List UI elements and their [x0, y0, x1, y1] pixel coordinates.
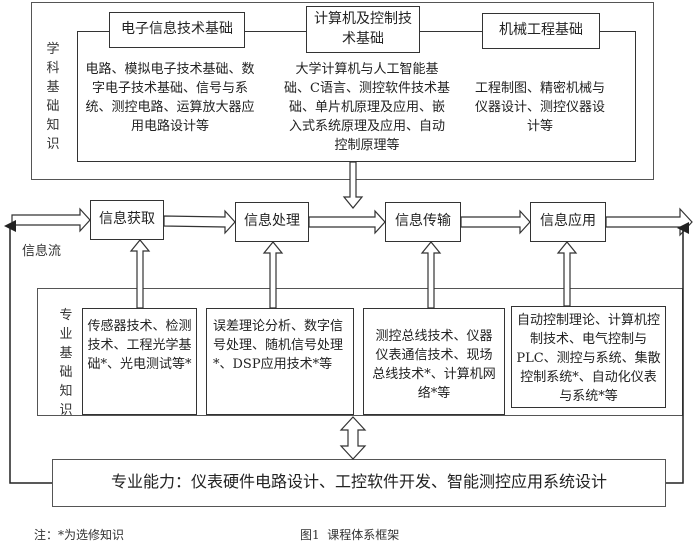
- area-title-text: 机械工程基础: [499, 22, 583, 38]
- flow-arrow-trans-to-app: [460, 209, 531, 235]
- area-content-text: 电路、模拟电子技术基础、数字电子技术基础、信号与系统、测控电路、运算放大器应用电…: [85, 62, 255, 134]
- label-char: 知: [59, 384, 73, 399]
- disciplinary-foundation-label: 学 科 基 础 知 识: [45, 40, 61, 154]
- area-content-text: 大学计算机与人工智能基础、C语言、测控软件技术基础、单片机原理及应用、嵌入式系统…: [284, 62, 450, 153]
- course-box-acquisition: 传感器技术、检测技术、工程光学基础*、光电测试等*: [82, 308, 197, 415]
- stage-label: 信息处理: [244, 213, 300, 229]
- stage-information-acquisition: 信息获取: [90, 200, 164, 240]
- double-arrow-foundation-ability: [339, 416, 367, 460]
- professional-ability-text: 专业能力：仪表硬件电路设计、工控软件开发、智能测控应用系统设计: [110, 472, 607, 491]
- area-content-text: 工程制图、精密机械与仪器设计、测控仪器设计等: [474, 81, 605, 134]
- area-title-text: 电子信息技术基础: [121, 21, 233, 37]
- label-char: 业: [59, 327, 73, 342]
- label-char: 识: [59, 403, 73, 418]
- area-title-electronics: 电子信息技术基础: [109, 12, 245, 48]
- label-char: 础: [46, 99, 60, 114]
- professional-foundation-label: 专 业 基 础 知 识: [58, 306, 74, 420]
- label-char: 基: [59, 346, 73, 361]
- information-flow-label: 信息流: [22, 244, 62, 259]
- label-char: 识: [46, 137, 60, 152]
- stage-label: 信息传输: [395, 213, 451, 229]
- professional-ability-box: 专业能力：仪表硬件电路设计、工控软件开发、智能测控应用系统设计: [52, 459, 666, 507]
- area-title-text: 计算机及控制技术基础: [314, 11, 412, 47]
- label-char: 专: [59, 308, 73, 323]
- flow-arrow-acq-to-proc: [163, 209, 236, 235]
- label-char: 础: [59, 365, 73, 380]
- flow-arrow-proc-to-trans: [308, 209, 386, 235]
- stage-information-processing: 信息处理: [235, 202, 309, 242]
- course-list-text: 自动控制理论、计算机控制技术、电气控制与PLC、测控与系统、集散控制系统*、自动…: [516, 313, 661, 404]
- area-title-mechanical: 机械工程基础: [482, 13, 600, 49]
- course-list-text: 误差理论分析、数字信号处理、随机信号处理*、DSP应用技术*等: [213, 319, 344, 372]
- figure-note: 注：*为选修知识: [34, 528, 125, 542]
- course-list-text: 测控总线技术、仪器仪表通信技术、现场总线技术*、计算机网络*等: [372, 329, 496, 401]
- flow-arrow-entry: [11, 207, 91, 233]
- flow-arrow-exit: [605, 207, 693, 237]
- figure-caption: 图1 课程体系框架: [300, 528, 400, 542]
- course-box-transmission: 测控总线技术、仪器仪表通信技术、现场总线技术*、计算机网络*等: [363, 308, 505, 415]
- label-char: 基: [46, 80, 60, 95]
- course-list-text: 传感器技术、检测技术、工程光学基础*、光电测试等*: [87, 319, 192, 372]
- area-content-computer-control: 大学计算机与人工智能基础、C语言、测控软件技术基础、单片机原理及应用、嵌入式系统…: [283, 60, 451, 155]
- label-char: 科: [46, 61, 60, 76]
- stage-information-transmission: 信息传输: [385, 202, 461, 242]
- course-box-processing: 误差理论分析、数字信号处理、随机信号处理*、DSP应用技术*等: [206, 308, 354, 415]
- label-char: 学: [46, 42, 60, 57]
- area-title-computer-control: 计算机及控制技术基础: [306, 6, 420, 53]
- stage-label: 信息获取: [99, 211, 155, 227]
- label-char: 知: [46, 118, 60, 133]
- stage-information-application: 信息应用: [530, 202, 606, 242]
- area-content-electronics: 电路、模拟电子技术基础、数字电子技术基础、信号与系统、测控电路、运算放大器应用电…: [85, 60, 255, 136]
- stage-label: 信息应用: [540, 213, 596, 229]
- course-box-application: 自动控制理论、计算机控制技术、电气控制与PLC、测控与系统、集散控制系统*、自动…: [511, 306, 666, 408]
- area-content-mechanical: 工程制图、精密机械与仪器设计、测控仪器设计等: [470, 79, 610, 136]
- disciplinary-foundation-inner-box: [77, 31, 336, 162]
